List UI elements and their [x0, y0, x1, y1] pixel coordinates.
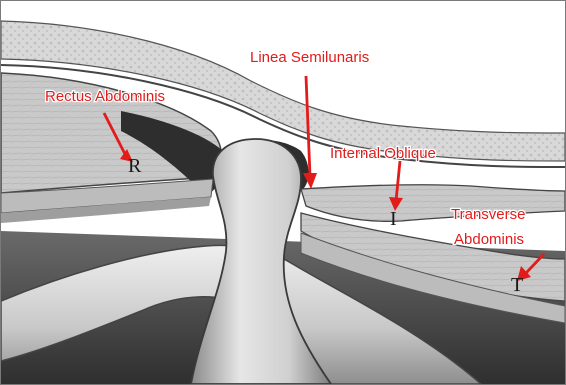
internal-oblique-label: Internal Oblique [330, 145, 436, 162]
linea-semilunaris-label: Linea Semilunaris [250, 49, 369, 66]
linea-semilunaris-arrow-line [306, 76, 310, 176]
rectus-abdominis-label: Rectus Abdominis [45, 88, 165, 105]
rectus-letter: R [128, 155, 142, 177]
transverse-label-line1: Transverse [451, 206, 525, 223]
transverse-label-line2: Abdominis [454, 231, 524, 248]
transverse-letter: T [511, 274, 523, 296]
internal-oblique-letter: I [390, 208, 397, 230]
